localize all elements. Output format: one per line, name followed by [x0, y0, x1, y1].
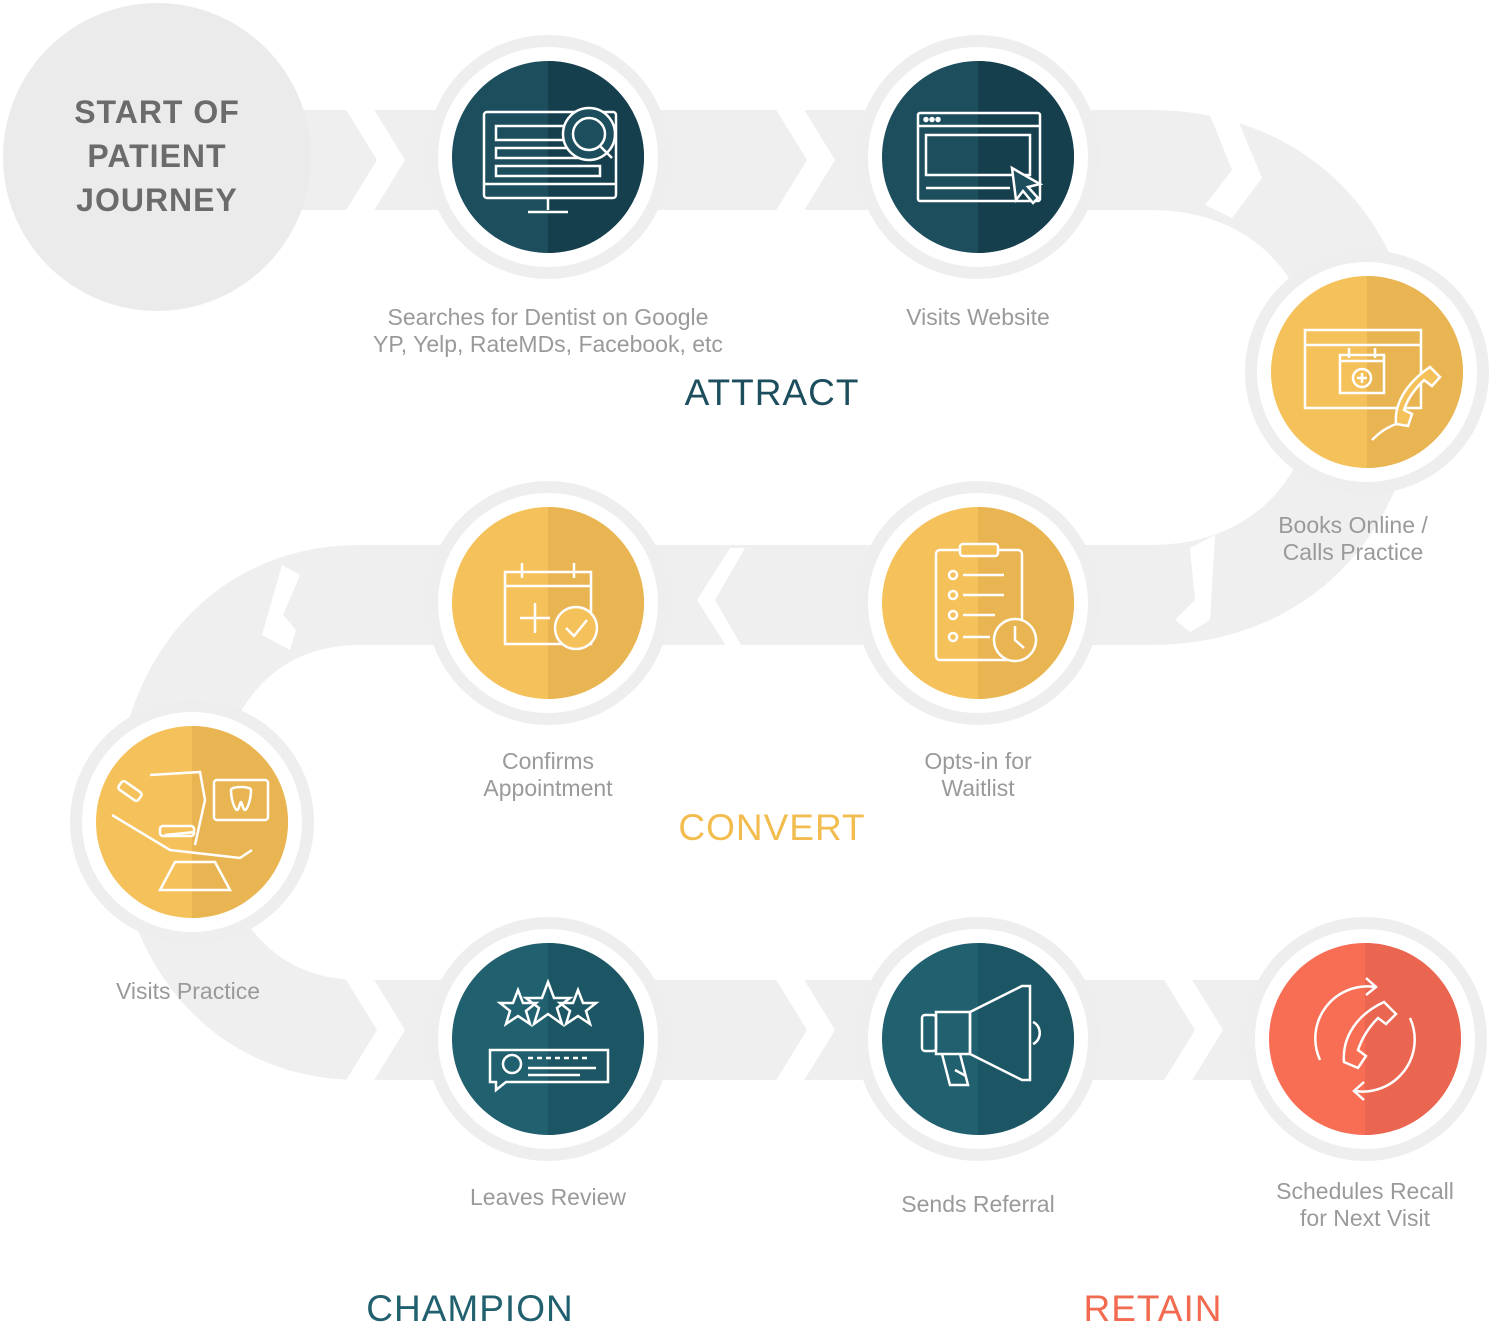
start-line-2: PATIENT	[87, 138, 227, 174]
arrow-7	[345, 978, 405, 1082]
arrow-2	[775, 108, 835, 212]
step-recall	[1243, 917, 1487, 1161]
step-website-label-line-1: Visits Website	[906, 304, 1050, 330]
step-website	[856, 35, 1100, 279]
step-referral-label: Sends Referral	[828, 1191, 1128, 1218]
step-confirms-label-line-1: Confirms	[501, 748, 594, 774]
step-books	[1245, 250, 1489, 494]
step-search-label: Searches for Dentist on Google YP, Yelp,…	[348, 304, 748, 358]
step-recall-label: Schedules Recall for Next Visit	[1215, 1178, 1490, 1232]
clipboard-clock-icon	[934, 542, 1038, 663]
step-books-label-line-1: Books Online /	[1278, 512, 1428, 538]
phase-retain: RETAIN	[1083, 1288, 1223, 1329]
arrow-8	[775, 978, 835, 1082]
path-arrows	[262, 108, 1262, 1082]
journey-path	[115, 110, 1418, 1080]
step-practice-label: Visits Practice	[38, 978, 338, 1005]
browser-cursor-icon	[916, 111, 1044, 205]
start-line-1: START OF	[74, 94, 240, 130]
search-monitor-icon	[482, 106, 618, 214]
arrow-6	[262, 565, 300, 650]
calendar-check-icon	[503, 563, 599, 651]
arrow-5	[697, 548, 745, 652]
step-confirms-label-line-2: Appointment	[483, 775, 613, 801]
megaphone-icon	[920, 984, 1041, 1087]
step-review-label: Leaves Review	[398, 1184, 698, 1211]
step-website-label: Visits Website	[828, 304, 1128, 331]
step-confirms	[426, 481, 670, 725]
step-waitlist-label-line-1: Opts-in for	[924, 748, 1032, 774]
start-line-3: JOURNEY	[76, 182, 238, 218]
step-recall-label-line-1: Schedules Recall	[1276, 1178, 1454, 1204]
phase-champion: CHAMPION	[366, 1288, 574, 1329]
arrow-9	[1163, 978, 1223, 1082]
arrow-4	[1175, 535, 1215, 632]
step-books-label: Books Online / Calls Practice	[1203, 512, 1490, 566]
start-circle	[3, 3, 311, 311]
calendar-phone-icon	[1303, 328, 1442, 441]
step-referral	[856, 917, 1100, 1161]
step-review	[426, 917, 670, 1161]
stars-review-icon	[488, 978, 610, 1093]
step-referral-label-line-1: Sends Referral	[901, 1191, 1055, 1217]
step-practice-label-line-1: Visits Practice	[115, 978, 260, 1004]
phone-cycle-icon	[1314, 977, 1416, 1101]
arrow-1	[345, 108, 405, 212]
dental-chair-icon	[111, 770, 270, 892]
step-search-label-line-1: Searches for Dentist on Google	[387, 304, 709, 330]
step-books-label-line-2: Calls Practice	[1282, 539, 1424, 565]
arrow-3	[1205, 115, 1262, 218]
step-confirms-label: Confirms Appointment	[398, 748, 698, 802]
step-review-label-line-1: Leaves Review	[470, 1184, 626, 1210]
step-practice	[70, 700, 314, 944]
step-waitlist-label: Opts-in for Waitlist	[828, 748, 1128, 802]
step-recall-label-line-2: for Next Visit	[1300, 1205, 1430, 1231]
start-of-journey-label: START OF PATIENT JOURNEY	[0, 90, 314, 222]
phase-convert: CONVERT	[678, 807, 866, 848]
step-search-label-line-2: YP, Yelp, RateMDs, Facebook, etc	[373, 331, 723, 357]
phase-attract: ATTRACT	[684, 372, 860, 413]
step-waitlist-label-line-2: Waitlist	[941, 775, 1015, 801]
step-search	[426, 35, 670, 279]
step-waitlist	[856, 481, 1100, 725]
